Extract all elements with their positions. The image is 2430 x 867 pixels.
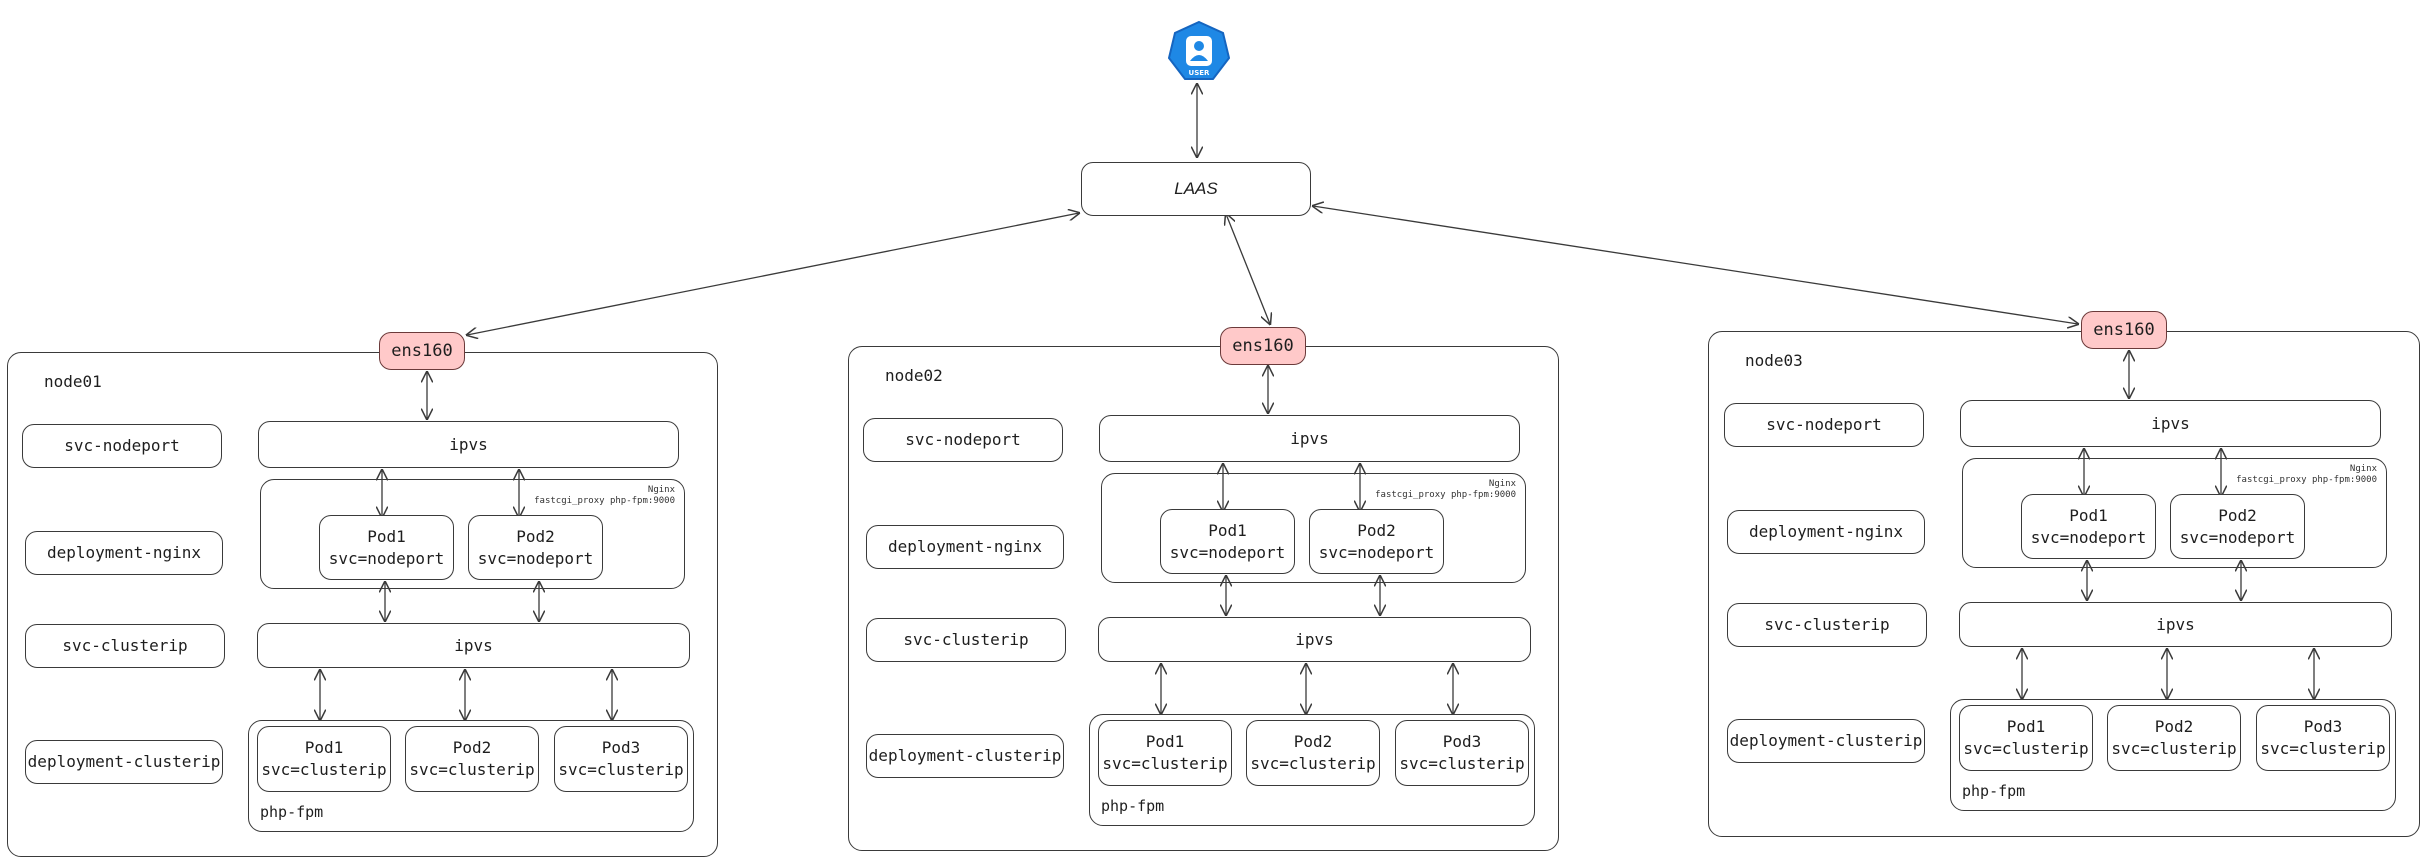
php-pod2: Pod2 svc=clusterip — [405, 726, 539, 792]
nginx-pod1: Pod1 svc=nodeport — [319, 515, 454, 580]
node-node02 — [848, 346, 1559, 851]
left-label-svc-nodeport: svc-nodeport — [1724, 403, 1924, 447]
arrow-laas-node01 — [467, 213, 1079, 335]
laas-box: LAAS — [1081, 162, 1311, 216]
left-label-svc-nodeport: svc-nodeport — [863, 418, 1063, 462]
nginx-pod1: Pod1 svc=nodeport — [2021, 494, 2156, 559]
nginx-pod2: Pod2 svc=nodeport — [1309, 509, 1444, 574]
nginx-pod2: Pod2 svc=nodeport — [2170, 494, 2305, 559]
left-label-deployment-nginx: deployment-nginx — [25, 531, 223, 575]
left-label-deployment-nginx: deployment-nginx — [1727, 510, 1925, 554]
php-fpm-group — [1089, 714, 1535, 826]
ens160-interface: ens160 — [379, 332, 465, 370]
nginx-note: Nginx fastcgi_proxy php-fpm:9000 — [534, 485, 675, 506]
left-label-deployment-clusterip: deployment-clusterip — [866, 734, 1064, 778]
left-label-svc-clusterip: svc-clusterip — [866, 618, 1066, 662]
node-node03 — [1708, 331, 2420, 837]
node-name: node02 — [885, 366, 943, 385]
php-fpm-label: php-fpm — [260, 803, 324, 821]
left-label-svc-clusterip: svc-clusterip — [1727, 603, 1927, 647]
php-pod3: Pod3 svc=clusterip — [2256, 705, 2390, 771]
php-pod1: Pod1 svc=clusterip — [1959, 705, 2093, 771]
arrow-laas-node03 — [1313, 206, 2078, 324]
left-label-deployment-nginx: deployment-nginx — [866, 525, 1064, 569]
node-name: node01 — [44, 372, 102, 391]
php-fpm-label: php-fpm — [1101, 797, 1165, 815]
ipvs-clusterip: ipvs — [257, 623, 690, 668]
php-fpm-label: php-fpm — [1962, 782, 2026, 800]
nginx-deployment-group — [260, 479, 685, 589]
php-pod2: Pod2 svc=clusterip — [1246, 720, 1380, 786]
ipvs-nodeport: ipvs — [1960, 400, 2381, 447]
user-icon-label: USER — [1189, 69, 1211, 77]
ipvs-nodeport: ipvs — [1099, 415, 1520, 462]
left-label-svc-nodeport: svc-nodeport — [22, 424, 222, 468]
ipvs-clusterip: ipvs — [1098, 617, 1531, 662]
user-icon: USER — [1167, 20, 1231, 84]
ipvs-nodeport: ipvs — [258, 421, 679, 468]
php-pod2: Pod2 svc=clusterip — [2107, 705, 2241, 771]
php-pod1: Pod1 svc=clusterip — [1098, 720, 1232, 786]
laas-label: LAAS — [1174, 179, 1218, 198]
nginx-note: Nginx fastcgi_proxy php-fpm:9000 — [1375, 479, 1516, 500]
node-node01 — [7, 352, 718, 857]
php-pod3: Pod3 svc=clusterip — [1395, 720, 1529, 786]
ens160-interface: ens160 — [2081, 311, 2167, 349]
php-fpm-group — [248, 720, 694, 832]
arrow-laas-node02 — [1226, 214, 1270, 324]
nginx-pod1: Pod1 svc=nodeport — [1160, 509, 1295, 574]
node-name: node03 — [1745, 351, 1803, 370]
left-label-deployment-clusterip: deployment-clusterip — [25, 740, 223, 784]
nginx-deployment-group — [1962, 458, 2387, 568]
nginx-deployment-group — [1101, 473, 1526, 583]
nginx-pod2: Pod2 svc=nodeport — [468, 515, 603, 580]
nginx-note: Nginx fastcgi_proxy php-fpm:9000 — [2236, 464, 2377, 485]
ipvs-clusterip: ipvs — [1959, 602, 2392, 647]
php-pod1: Pod1 svc=clusterip — [257, 726, 391, 792]
php-fpm-group — [1950, 699, 2396, 811]
php-pod3: Pod3 svc=clusterip — [554, 726, 688, 792]
left-label-svc-clusterip: svc-clusterip — [25, 624, 225, 668]
ens160-interface: ens160 — [1220, 327, 1306, 365]
left-label-deployment-clusterip: deployment-clusterip — [1727, 719, 1925, 763]
